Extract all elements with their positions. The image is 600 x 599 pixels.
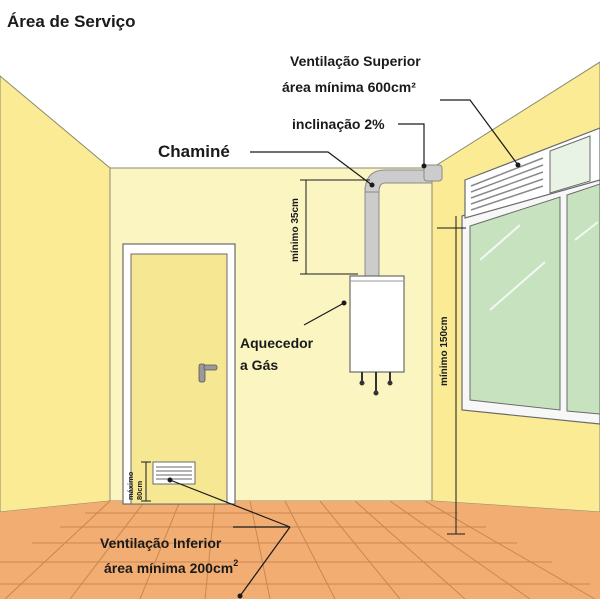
diagram-title: Área de Serviço: [7, 12, 136, 31]
heater-label-2: a Gás: [240, 357, 278, 373]
min-35cm-label: mínimo 35cm: [290, 198, 301, 262]
lower-vent-grille: [152, 461, 196, 485]
window: [461, 169, 600, 425]
chimney-pipe: [364, 164, 443, 277]
min-150cm-dimension: [437, 216, 466, 535]
upper-vent-area-label: área mínima 600cm²: [282, 79, 416, 95]
chimney-label: Chaminé: [158, 142, 230, 161]
max-80cm-dimension: [141, 461, 151, 502]
squared-superscript: 2: [233, 558, 238, 568]
max-80cm-label: máximo 80cm: [126, 470, 144, 500]
ceiling: [0, 24, 600, 168]
lower-vent-label: Ventilação Inferior: [100, 535, 222, 551]
leader-lines: [169, 99, 519, 597]
min-35cm-dimension: [300, 179, 370, 275]
heater-label: Aquecedor: [240, 335, 314, 351]
slope-label: inclinação 2%: [292, 116, 385, 132]
upper-vent-grille: [464, 127, 600, 219]
lower-vent-area-label: área mínima 200cm2: [104, 558, 238, 576]
upper-vent-label: Ventilação Superior: [290, 53, 421, 69]
gas-heater: [349, 275, 405, 396]
min-150cm-label: mínimo 150cm: [439, 316, 450, 386]
door-handle: [198, 363, 206, 383]
